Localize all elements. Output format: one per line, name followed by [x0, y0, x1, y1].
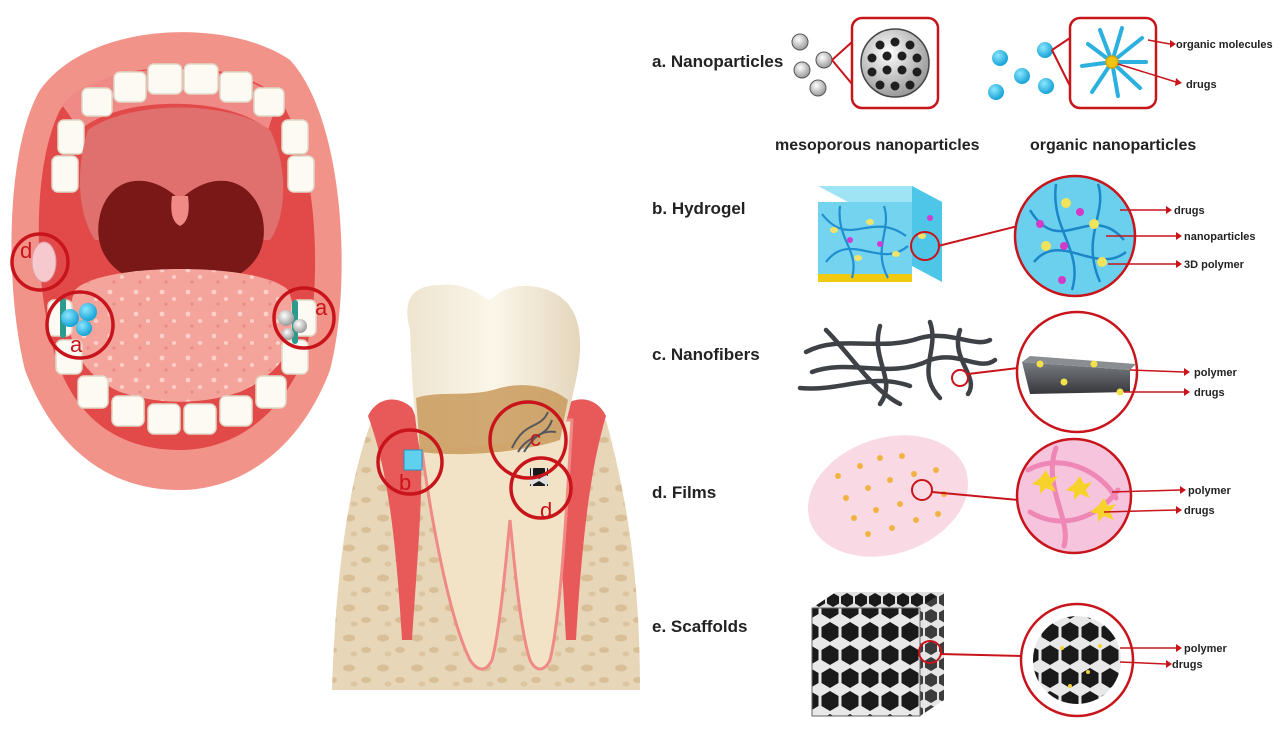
hydrogel-block	[818, 186, 942, 282]
scaffold-cube	[812, 592, 944, 716]
category-b-title: b. Hydrogel	[652, 199, 746, 218]
mouth-film-patch	[32, 242, 56, 282]
tooth-plaque	[416, 385, 568, 454]
tooth-marker-c-label: c	[530, 426, 541, 451]
category-d-title: d. Films	[652, 483, 716, 502]
label-mesoporous-nanoparticles: mesoporous nanoparticles	[775, 137, 980, 154]
callout-c-drugs: drugs	[1194, 387, 1225, 399]
callout-d-polymer: polymer	[1188, 485, 1232, 497]
category-nanoparticles: a. Nanoparticles	[652, 18, 1273, 154]
category-films: d. Films polymer drugs	[652, 415, 1232, 576]
mesoporous-particle-cluster	[792, 34, 832, 96]
category-c-title: c. Nanofibers	[652, 345, 760, 364]
tooth-marker-d-label: d	[540, 498, 552, 523]
callout-b-drugs: drugs	[1174, 205, 1205, 217]
callout-c-polymer: polymer	[1194, 367, 1238, 379]
mouth-marker-a-left-label: a	[70, 332, 83, 357]
category-nanofibers: c. Nanofibers polymer drugs	[652, 312, 1238, 432]
callout-e-drugs: drugs	[1172, 659, 1203, 671]
film-disc	[792, 415, 984, 576]
tooth-illustration: b c d	[332, 285, 640, 690]
category-e-title: e. Scaffolds	[652, 617, 747, 636]
category-hydrogel: b. Hydrogel	[652, 176, 1256, 296]
category-scaffolds: e. Scaffolds polymer drugs	[652, 592, 1228, 716]
organic-particle-cluster	[988, 42, 1054, 100]
mouth-marker-a-right-label: a	[315, 295, 328, 320]
label-organic-nanoparticles: organic nanoparticles	[1030, 137, 1196, 154]
callout-a-drugs: drugs	[1186, 79, 1217, 91]
callout-organic-molecules: organic molecules	[1176, 39, 1273, 51]
tooth-marker-b-label: b	[399, 470, 411, 495]
callout-d-drugs: drugs	[1184, 505, 1215, 517]
nanofiber-mesh	[800, 322, 995, 404]
callout-b-nanoparticles: nanoparticles	[1184, 231, 1256, 243]
callout-b-3d-polymer: 3D polymer	[1184, 259, 1245, 271]
mouth-marker-d-label: d	[20, 238, 32, 263]
organic-nanoparticle-zoom	[1082, 28, 1146, 96]
mesoporous-nanoparticle-zoom	[861, 29, 929, 97]
scaffold-zoom-honeycomb	[1033, 616, 1121, 704]
category-a-title: a. Nanoparticles	[652, 52, 783, 71]
mouth-illustration: d a a	[11, 32, 341, 490]
nanofiber-zoom-origin	[952, 370, 968, 386]
callout-e-polymer: polymer	[1184, 643, 1228, 655]
tooth-hydrogel-block	[404, 450, 422, 470]
